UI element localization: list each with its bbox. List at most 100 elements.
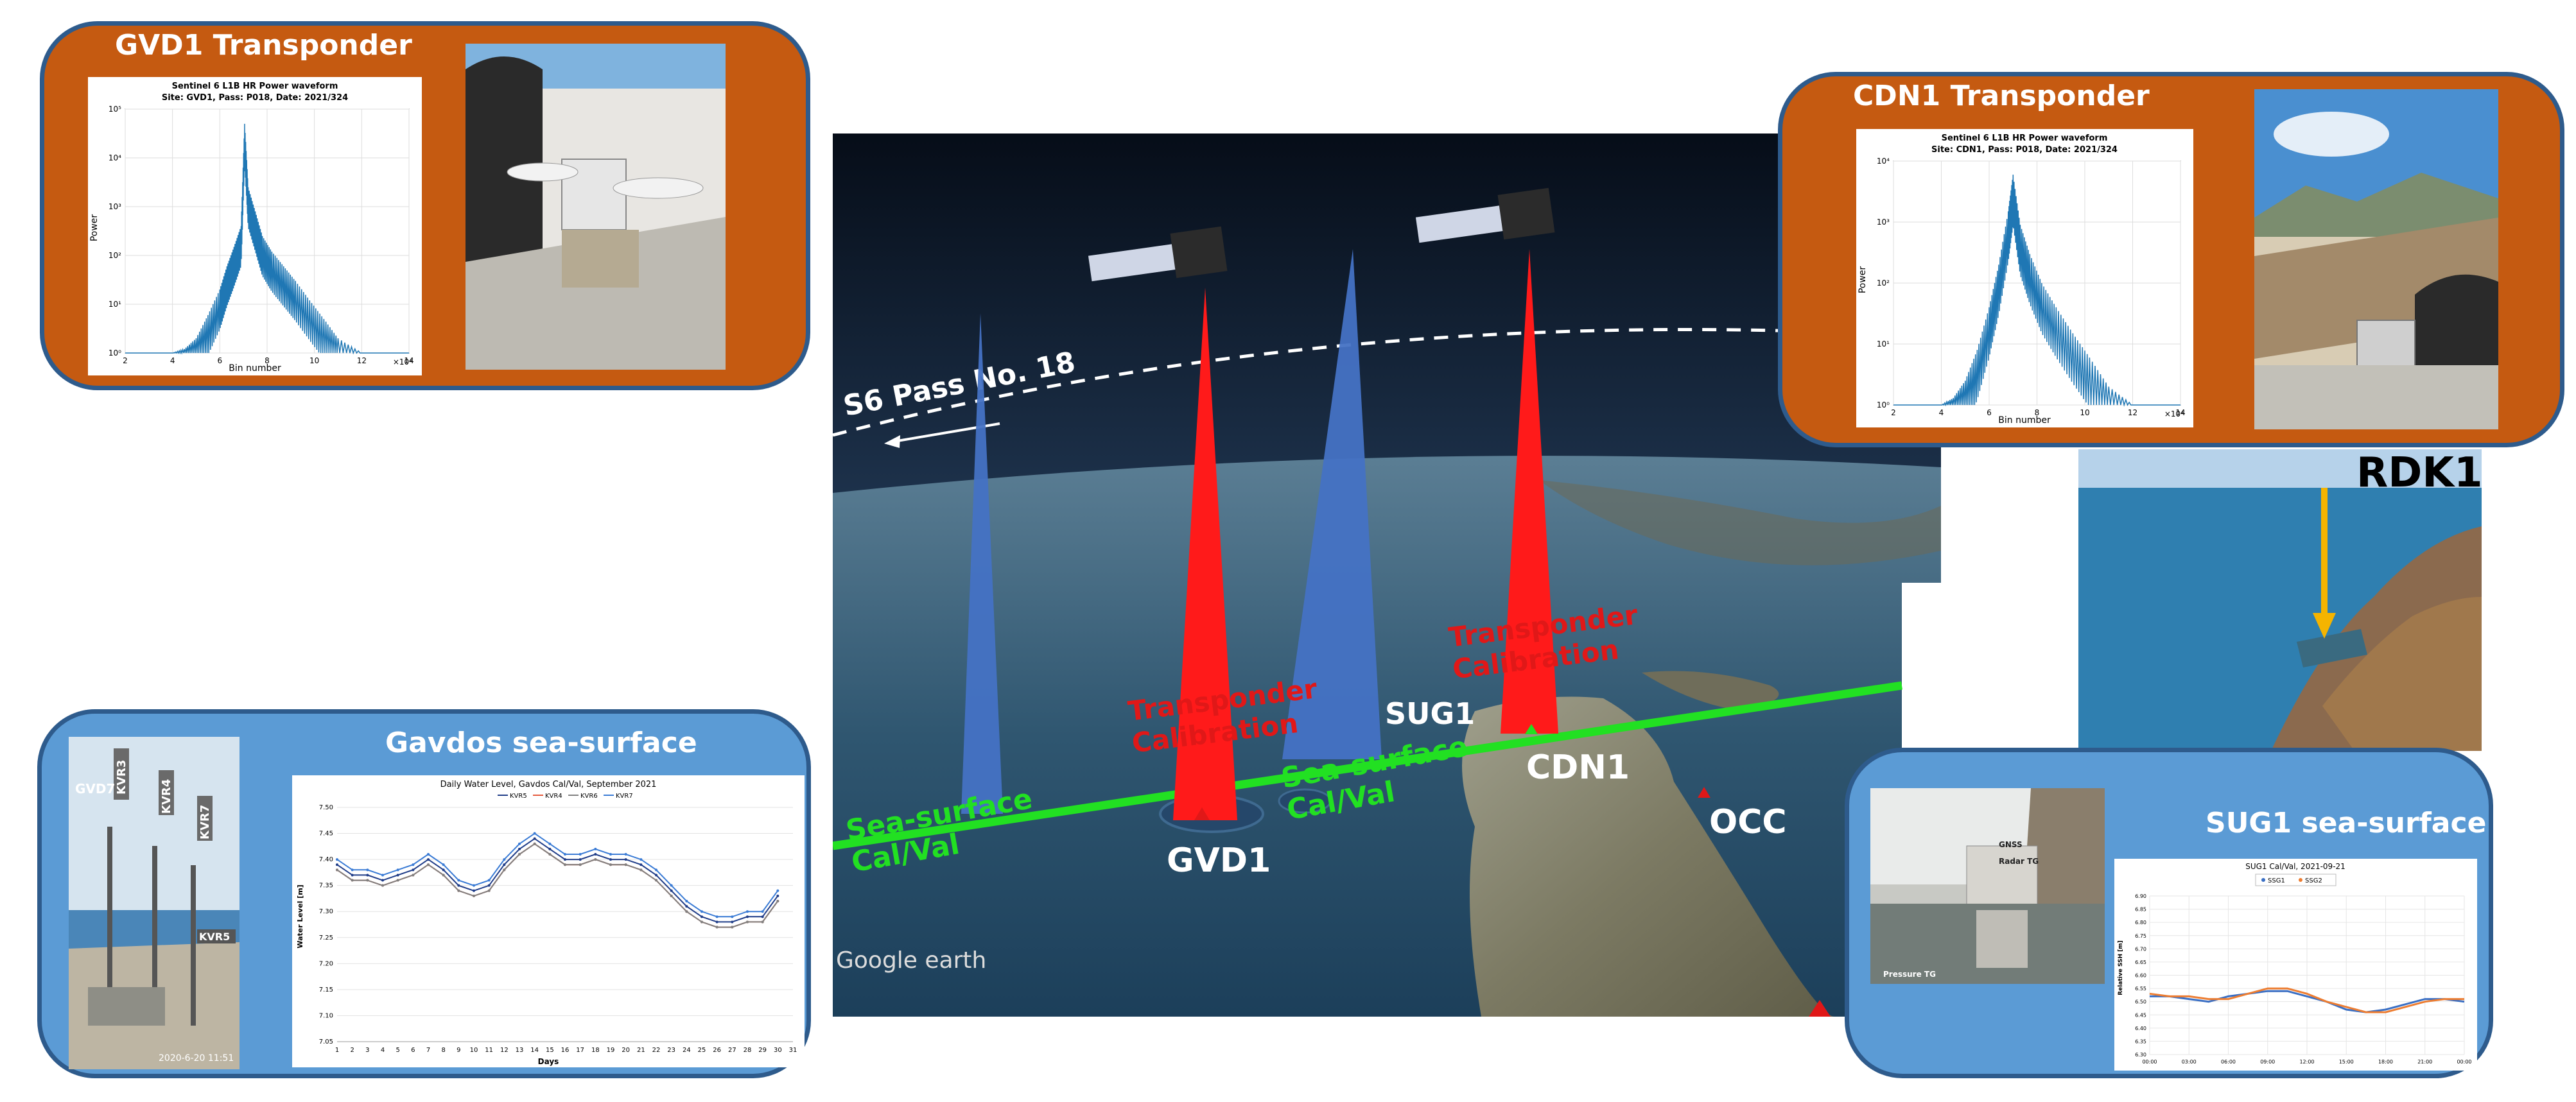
gavdos-point: [518, 847, 521, 850]
island-north: [1642, 671, 1779, 711]
sug1-xtick-label: 00:00: [2142, 1059, 2157, 1065]
sug1-ytick-label: 6.40: [2135, 1026, 2146, 1031]
gavdos-point: [731, 915, 734, 918]
gavdos-xtick-label: 28: [744, 1047, 752, 1054]
gavdos-point: [396, 868, 399, 872]
gavdos-point: [715, 926, 718, 929]
sug1-ytick-label: 6.30: [2135, 1052, 2146, 1058]
gvd1-chart-title-1: Sentinel 6 L1B HR Power waveform: [172, 82, 338, 91]
gavdos-point: [761, 915, 764, 918]
gavdos-xtick-label: 11: [485, 1047, 493, 1054]
cdn1-chart-title-1: Sentinel 6 L1B HR Power waveform: [1942, 133, 2108, 143]
gvd1-label: GVD1: [1167, 841, 1271, 880]
cdn1-site-photo: [2254, 89, 2498, 429]
gavdos-point: [457, 879, 460, 882]
gvd1-marker: [1194, 807, 1210, 820]
cdn1-xtick-label: 4: [1939, 408, 1944, 417]
gvd1-ytick-label: 10⁰: [109, 349, 121, 357]
sug1-ytick-label: 6.70: [2135, 946, 2146, 952]
sug1-seasurface-panel: SUG1 sea-surface GNSS Radar TG Pressure …: [1845, 748, 2493, 1078]
gavdos-xtick-label: 29: [758, 1047, 767, 1054]
gavdos-point: [518, 842, 521, 845]
gavdos-xtick-label: 30: [774, 1047, 782, 1054]
gvd1-ytick-label: 10¹: [109, 300, 121, 309]
gavdos-xtick-label: 18: [591, 1047, 600, 1054]
gavdos-point: [685, 910, 688, 913]
gavdos-point: [685, 900, 688, 902]
gavdos-legend-label: KVR5: [510, 793, 527, 800]
gavdos-point: [715, 920, 718, 924]
gvd1-chart-title-2: Site: GVD1, Pass: P018, Date: 2021/324: [162, 93, 348, 103]
central-map: S6 Pass No. 18 GVD1 CDN1 SUG1 OCC Sea-su…: [833, 133, 1941, 1017]
gavdos-xtick-label: 21: [637, 1047, 645, 1054]
cdn1-chart-ylabel: Power: [1858, 266, 1868, 294]
gavdos-point: [548, 853, 552, 856]
google-earth-watermark: Google earth: [836, 947, 986, 974]
gavdos-point: [579, 863, 582, 866]
sug1-photo-label-radar: Radar TG: [1999, 857, 2039, 866]
gavdos-point: [487, 889, 491, 892]
cdn1-xtick-label: 8: [2035, 408, 2040, 417]
gavdos-point: [336, 868, 338, 872]
cdn1-xtick-label: 6: [1987, 408, 1992, 417]
gavdos-point: [670, 884, 673, 887]
cdn1-xtick-label: 2: [1891, 408, 1896, 417]
gavdos-point: [655, 874, 657, 877]
gavdos-xtick-label: 5: [396, 1047, 399, 1054]
cdn1-ytick-label: 10²: [1877, 279, 1890, 288]
sug1-xtick-label: 00:00: [2457, 1059, 2471, 1065]
gavdos-ytick-label: 7.25: [319, 934, 333, 942]
gavdos-legend-label: KVR4: [545, 793, 562, 800]
sug1-ytick-label: 6.75: [2135, 933, 2146, 939]
gavdos-point: [579, 853, 582, 856]
gavdos-point: [503, 858, 506, 861]
gavdos-point: [503, 868, 506, 872]
gvd1-transponder-panel: GVD1 Transponder Sentinel 6 L1B HR Power…: [40, 21, 810, 390]
gavdos-xtick-label: 25: [698, 1047, 706, 1054]
gvd1-xtick-label: 10: [309, 356, 319, 365]
gavdos-ytick-label: 7.05: [319, 1038, 333, 1046]
gavdos-ytick-label: 7.40: [319, 856, 333, 863]
gavdos-xtick-label: 27: [728, 1047, 736, 1054]
sug1-legend-swatch: [2261, 878, 2265, 882]
gavdos-ytick-label: 7.10: [319, 1012, 333, 1019]
gavdos-xtick-label: 15: [546, 1047, 554, 1054]
gavdos-xtick-label: 22: [652, 1047, 661, 1054]
gavdos-point: [594, 853, 597, 856]
sug1-legend-label: SSG1: [2268, 877, 2285, 884]
gavdos-point: [746, 915, 749, 918]
occ-marker: [1698, 787, 1710, 798]
gavdos-point: [624, 858, 627, 861]
gavdos-point: [381, 874, 384, 877]
seasurface-cone-gavdos: [961, 313, 1003, 814]
gvd1-xtick-label: 6: [218, 356, 223, 365]
sug1-chart-ylabel: Relative SSH [m]: [2118, 940, 2124, 995]
gavdos-ytick-label: 7.35: [319, 882, 333, 890]
sug1-label: SUG1: [1385, 696, 1475, 731]
sug1-photo-label-pressure: Pressure TG: [1883, 970, 1936, 979]
gvd1-ytick-label: 10⁵: [109, 105, 121, 114]
sug1-ytick-label: 6.60: [2135, 973, 2146, 979]
cdn1-xtick-label: 12: [2128, 408, 2137, 417]
gavdos-photo-label-gvd7: GVD7: [75, 781, 115, 796]
gavdos-point: [701, 915, 703, 918]
gvd1-chart-xexp: ×10⁴: [393, 357, 412, 366]
sug1-series-ssg2: [2149, 987, 2464, 1013]
gvd1-ytick-label: 10³: [109, 202, 121, 211]
cdn1-ytick-label: 10⁴: [1877, 157, 1890, 166]
gavdos-point: [609, 863, 612, 866]
gavdos-point: [412, 874, 415, 877]
cdn1-chart-title-2: Site: CDN1, Pass: P018, Date: 2021/324: [1931, 145, 2118, 155]
sug1-ytick-label: 6.90: [2135, 893, 2146, 899]
gavdos-point: [746, 920, 749, 924]
sug1-ytick-label: 6.80: [2135, 920, 2146, 926]
ground-track: [833, 681, 1902, 850]
sug1-xtick-label: 09:00: [2260, 1059, 2275, 1065]
sug1-ytick-label: 6.45: [2135, 1012, 2146, 1018]
gavdos-point: [396, 879, 399, 882]
gavdos-point: [533, 837, 536, 840]
gavdos-photo-timestamp: 2020-6-20 11:51: [159, 1053, 234, 1063]
gavdos-series-kvr6: [336, 843, 779, 928]
gavdos-point: [473, 884, 475, 887]
gavdos-xtick-label: 12: [500, 1047, 509, 1054]
